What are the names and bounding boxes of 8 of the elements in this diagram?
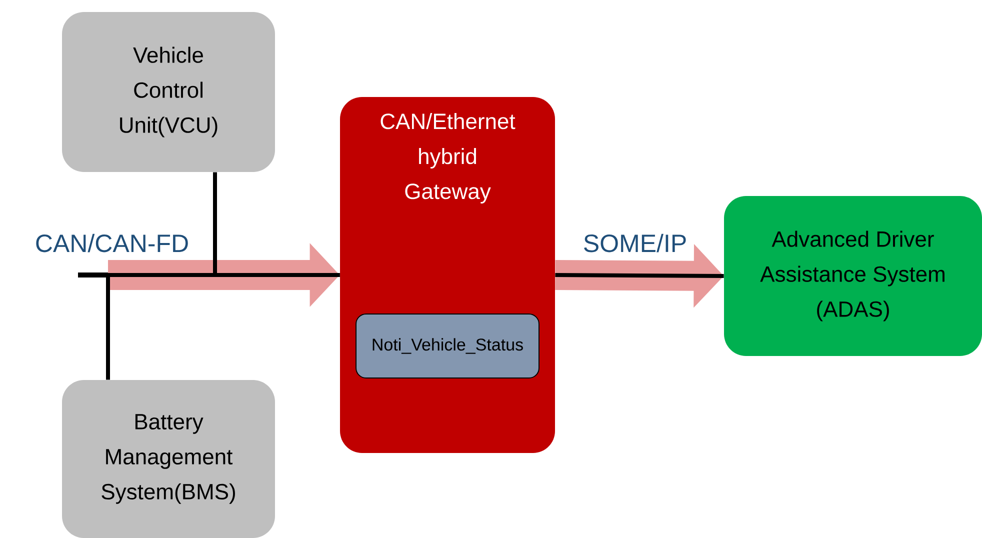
bus-line: [106, 273, 340, 380]
edge-label: SOME/IP: [582, 232, 688, 254]
edge-label: CAN/CAN-FD: [34, 232, 190, 254]
unit-box: Battery Management System(BMS): [62, 380, 275, 538]
message-box: Noti_Vehicle_Status: [356, 314, 540, 378]
system-box: Advanced Driver Assistance System (ADAS): [724, 196, 982, 356]
unit-box: Vehicle Control Unit(VCU): [62, 12, 275, 172]
bus-line: [555, 273, 724, 278]
